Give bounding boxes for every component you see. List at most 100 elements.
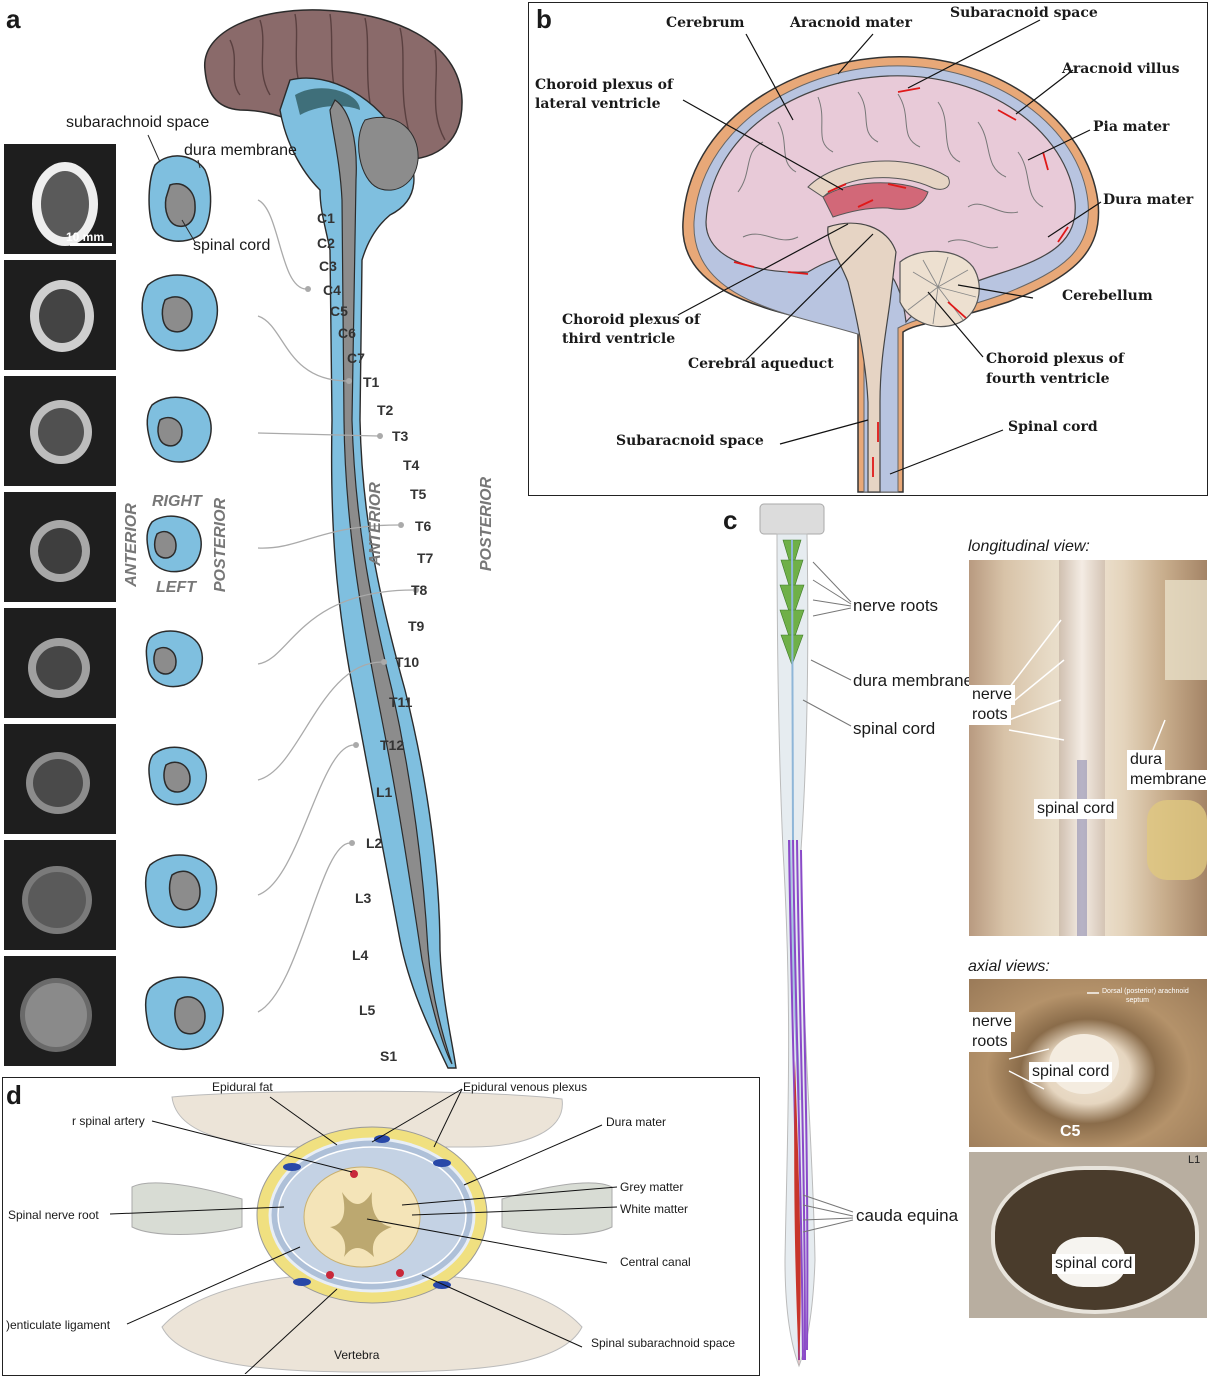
choroid-lateral-label-1: Choroid plexus of xyxy=(535,77,674,93)
roots-label-photo: roots xyxy=(969,705,1011,725)
spinal-cord-b-label: Spinal cord xyxy=(1008,419,1098,435)
orientation-posterior-spine: POSTERIOR xyxy=(478,476,496,572)
orientation-anterior: ANTERIOR xyxy=(122,503,140,587)
dura-mater-label: Dura mater xyxy=(1103,192,1194,208)
spinal-nerve-root-label: Spinal nerve root xyxy=(8,1208,99,1222)
aracnoid-mater-label: Aracnoid mater xyxy=(790,15,912,31)
spinal-artery-label: r spinal artery xyxy=(72,1114,145,1128)
mri-slice xyxy=(4,840,116,950)
longitudinal-leaders xyxy=(1008,619,1166,756)
longitudinal-photo xyxy=(969,560,1207,936)
vertebra-label-d: Vertebra xyxy=(334,1348,380,1362)
central-canal-label: Central canal xyxy=(620,1255,691,1269)
dura-label-photo: dura xyxy=(1127,750,1166,770)
panel-a-diagram xyxy=(141,9,463,1069)
ventricle xyxy=(295,88,360,115)
dura-membrane-c-label: dura membrane xyxy=(853,671,974,690)
spinal-cord-c-label: spinal cord xyxy=(853,719,936,738)
vertebra-label: T6 xyxy=(415,518,432,534)
vertebra-label: C3 xyxy=(319,258,337,274)
membrane-label-photo: membrane xyxy=(1127,770,1209,790)
vertebra-label: T1 xyxy=(363,374,380,390)
cerebellum-label: Cerebellum xyxy=(1062,288,1153,304)
epidural-fat-label: Epidural fat xyxy=(212,1080,273,1094)
cerebellum-shape xyxy=(358,116,419,191)
dura-mater-d-label: Dura mater xyxy=(606,1115,667,1129)
scale-bar-label: 10 mm xyxy=(66,230,105,244)
vertebra-label: T2 xyxy=(377,402,394,418)
mri-slice xyxy=(4,724,116,834)
spinal-cord-axial2-label: spinal cord xyxy=(1052,1254,1136,1274)
cauda-equina-label: cauda equina xyxy=(856,1206,959,1225)
spinal-cord-label: spinal cord xyxy=(193,237,271,254)
c5-label: C5 xyxy=(1060,1123,1081,1140)
mri-slice: 10 mm xyxy=(4,144,116,254)
vertebra-label: L3 xyxy=(355,890,372,906)
panel-b-diagram xyxy=(677,19,1102,493)
axial-photo-l1 xyxy=(969,1152,1207,1318)
dorsal-septum-label-1: Dorsal (posterior) arachnoid xyxy=(1102,988,1189,995)
panel-c-letter: c xyxy=(723,505,738,535)
roots-label-axial: roots xyxy=(969,1032,1011,1052)
dura-membrane-label: dura membrane xyxy=(184,142,297,159)
choroid-fourth-label-1: Choroid plexus of xyxy=(986,351,1125,367)
orientation-right: RIGHT xyxy=(152,493,202,510)
orientation-posterior: POSTERIOR xyxy=(212,497,230,593)
subarachnoid-d-label: Spinal subarachnoid space xyxy=(591,1336,736,1350)
white-matter-label: White matter xyxy=(620,1202,689,1216)
vertebra-label: T3 xyxy=(392,428,409,444)
axial-views-heading: axial views: xyxy=(968,958,1050,975)
vertebra-label: L1 xyxy=(376,784,393,800)
vertebra-label: L2 xyxy=(366,835,383,851)
longitudinal-view-heading: longitudinal view: xyxy=(968,538,1090,555)
vertebra-label: T8 xyxy=(411,582,428,598)
vertebra-label: C1 xyxy=(317,210,335,226)
spinal-cord-photo-label: spinal cord xyxy=(1034,799,1118,819)
nerve-label-axial: nerve xyxy=(969,1012,1016,1032)
mri-slice xyxy=(4,492,116,602)
panel-c-spine-model xyxy=(759,503,854,1368)
mri-slice xyxy=(4,608,116,718)
pia-mater-label: Pia mater xyxy=(1093,119,1170,135)
vertebra-label: T12 xyxy=(380,737,405,753)
vertebra-label: T7 xyxy=(417,550,434,566)
aracnoid-villus-label: Aracnoid villus xyxy=(1062,61,1180,77)
vertebra-label: L4 xyxy=(352,947,369,963)
choroid-third-label-1: Choroid plexus of xyxy=(562,312,701,328)
panel-a-letter: a xyxy=(6,4,21,34)
grey-matter-label: Grey matter xyxy=(620,1180,684,1194)
vertebra-label: T4 xyxy=(403,457,420,473)
vertebra-label: T11 xyxy=(389,694,413,710)
panel-d-cross-section xyxy=(109,1088,618,1374)
vertebra-label: C2 xyxy=(317,235,335,251)
vertebra-label: S1 xyxy=(380,1048,398,1064)
dorsal-septum-label-2: septum xyxy=(1126,997,1149,1004)
vertebra-label: C5 xyxy=(330,303,348,319)
epidural-venous-label: Epidural venous plexus xyxy=(463,1080,588,1094)
vertebra-label: T5 xyxy=(410,486,427,502)
cerebrum-label: Cerebrum xyxy=(666,15,745,31)
brainstem-csf xyxy=(279,77,457,1069)
vertebra-label: T9 xyxy=(408,618,425,634)
vertebra-label: C6 xyxy=(338,325,356,341)
panel-d-letter: d xyxy=(6,1080,22,1110)
l1-label: L1 xyxy=(1188,1154,1201,1166)
spinal-cord-axial-label: spinal cord xyxy=(1029,1062,1113,1082)
mri-slice xyxy=(4,260,116,370)
choroid-lateral-label-2: lateral ventricle xyxy=(535,96,661,112)
subarachnoid-label: subarachnoid space xyxy=(66,114,210,131)
vertebra-label: L5 xyxy=(359,1002,376,1018)
vertebra-label: T10 xyxy=(395,654,420,670)
choroid-third-label-2: third ventricle xyxy=(562,331,676,347)
denticulate-ligament-label: )enticulate ligament xyxy=(6,1318,111,1332)
nerve-roots-label: nerve roots xyxy=(853,596,939,615)
mri-slice xyxy=(4,376,116,486)
orientation-left: LEFT xyxy=(156,579,196,596)
nerve-label-photo: nerve xyxy=(969,685,1016,705)
axial-c5-leaders xyxy=(1008,992,1099,1090)
choroid-fourth-label-2: fourth ventricle xyxy=(986,371,1110,387)
orientation-anterior-spine: ANTERIOR xyxy=(366,482,384,566)
subaracnoid-space-bottom-label: Subaracnoid space xyxy=(616,433,764,449)
subaracnoid-space-top-label: Subaracnoid space xyxy=(950,5,1098,21)
spinal-cord-shape xyxy=(329,99,453,1065)
